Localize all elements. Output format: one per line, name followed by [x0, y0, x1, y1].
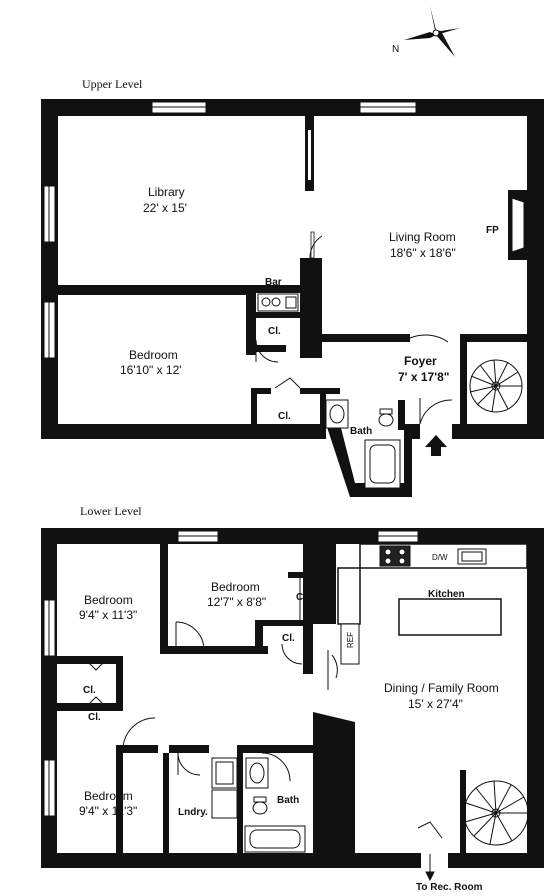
entry-arrow-icon: [425, 435, 447, 456]
closet-label-d: Cl.: [88, 712, 101, 723]
upper-level-title: Upper Level: [82, 77, 143, 91]
kitchen-stove-icon: [379, 545, 411, 567]
upper-door-swings: [255, 235, 453, 425]
dining-room-label: Dining / Family Room: [384, 681, 499, 695]
lower-bedroom1-dims: 9'4" x 11'3": [79, 608, 137, 622]
closet-label-a: Cl.: [296, 592, 309, 603]
closet-label-1: Cl.: [268, 326, 281, 337]
kitchen-sink-icon: [457, 548, 487, 565]
upper-bath-label: Bath: [350, 426, 372, 437]
rec-room-label: To Rec. Room: [416, 882, 483, 893]
bar-sink-icon: [257, 293, 299, 312]
library-label: Library: [148, 185, 185, 199]
lower-bedroom2-label: Bedroom: [211, 580, 260, 594]
upper-bedroom-dims: 16'10" x 12': [120, 363, 182, 377]
upper-windows: [43, 101, 417, 359]
library-dims: 22' x 15': [143, 201, 187, 215]
laundry-label: Lndry.: [178, 807, 208, 818]
lower-window-sashes: [48, 535, 418, 816]
living-room-label: Living Room: [389, 230, 456, 244]
lower-bedroom2-dims: 12'7" x 8'8": [207, 595, 266, 609]
stub-wall-pocket: [308, 130, 311, 180]
refrigerator-label: REF: [346, 632, 355, 648]
wall-opening-marker: [310, 231, 315, 259]
exit-arrow-icon: [425, 854, 435, 882]
foyer-dims: 7' x 17'8": [398, 370, 449, 384]
lower-spiral-stair-icon: [463, 780, 529, 846]
lower-bedroom3-dims: 9'4" x 11'3": [79, 804, 137, 818]
lower-bedroom3-label: Bedroom: [84, 789, 133, 803]
lower-bath-fixtures: [244, 757, 306, 853]
dining-room-dims: 15' x 27'4": [408, 697, 463, 711]
compass-rose-icon: [404, 6, 460, 57]
kitchen-island: [398, 598, 502, 636]
upper-spiral-stair-icon: [469, 359, 523, 413]
fireplace-icon: [511, 197, 525, 253]
lower-door-swings: [87, 621, 443, 839]
living-room-dims: 18'6" x 18'6": [390, 246, 456, 260]
closet-label-c: Cl.: [83, 685, 96, 696]
fireplace-label: FP: [486, 225, 499, 236]
lower-bedroom1-label: Bedroom: [84, 593, 133, 607]
closet-label-2: Cl.: [278, 411, 291, 422]
lower-level-title: Lower Level: [80, 504, 142, 518]
foyer-label: Foyer: [404, 354, 437, 368]
lower-bath-label: Bath: [277, 795, 299, 806]
refrigerator: [340, 623, 360, 665]
kitchen-label: Kitchen: [428, 589, 465, 600]
upper-bedroom-label: Bedroom: [129, 348, 178, 362]
closet-label-b: Cl.: [282, 633, 295, 644]
compass-north-label: N: [392, 44, 399, 55]
laundry-machines-icon: [211, 757, 238, 819]
bar-label: Bar: [265, 277, 282, 288]
upper-bath-fixtures: [325, 399, 401, 489]
dishwasher-label: D/W: [432, 553, 448, 562]
upper-window-sashes: [48, 106, 416, 358]
